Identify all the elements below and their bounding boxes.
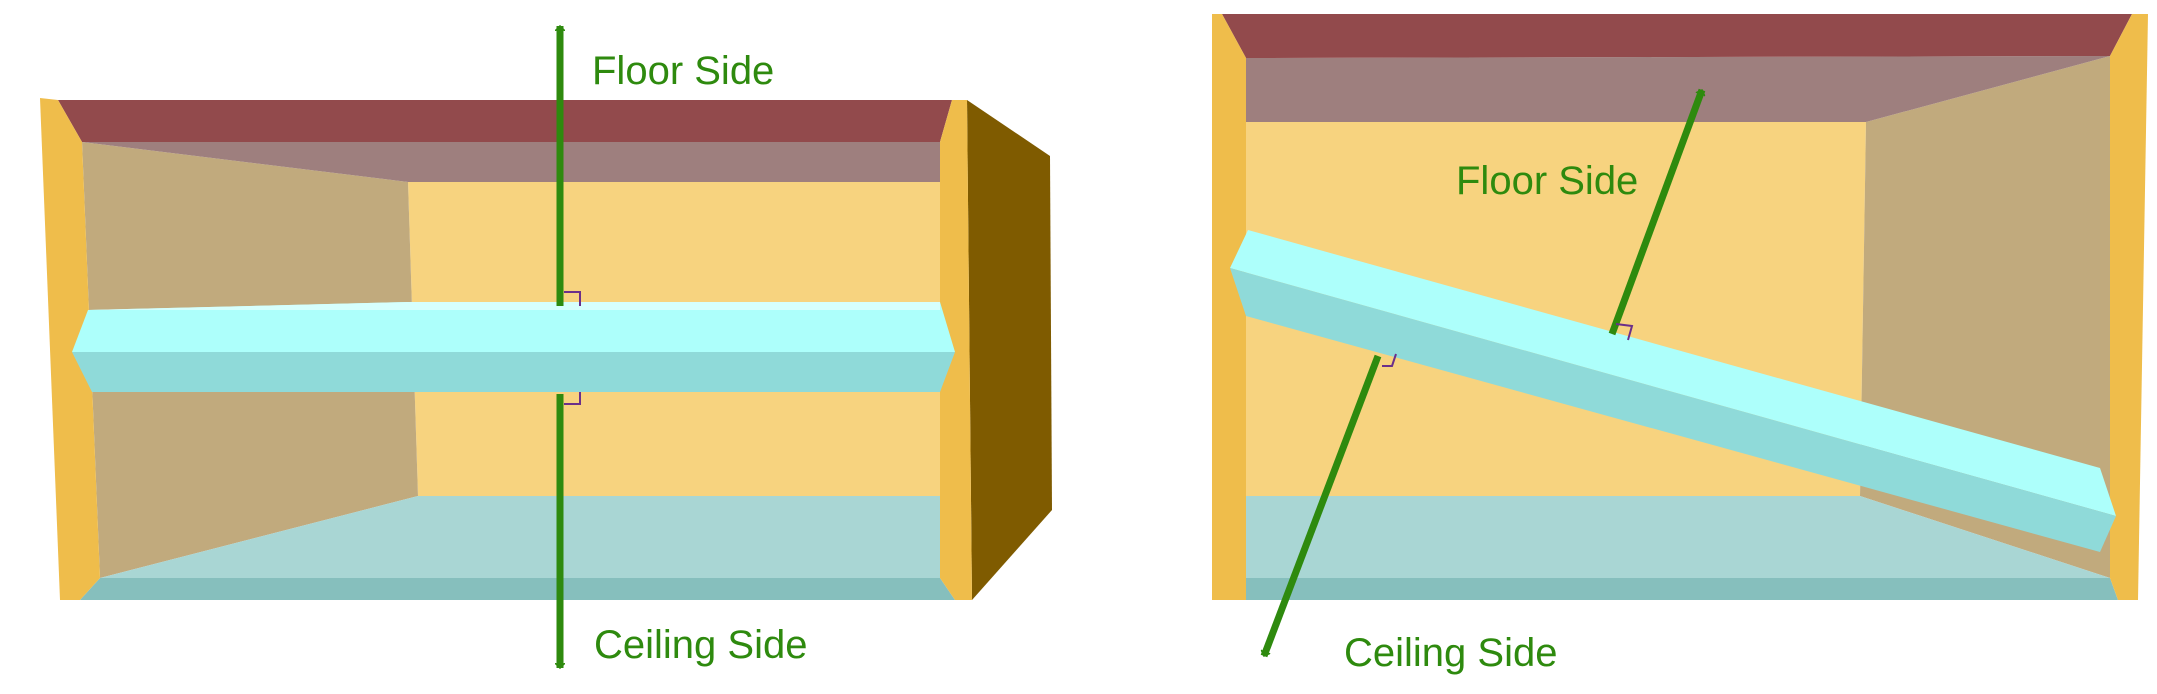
right-angle-marker-bottom: [564, 392, 581, 405]
floor-surface: [1246, 496, 2110, 578]
ceiling-top: [1222, 14, 2132, 58]
ceiling-underside: [1246, 56, 2110, 122]
left-frame-edge: [40, 98, 100, 600]
right-frame-edge: [2110, 14, 2148, 600]
right-angle-marker-top: [564, 291, 581, 306]
right-room-diagram: Floor Side Ceiling Side: [1212, 14, 2148, 675]
right-angle-marker-top: [1615, 323, 1634, 341]
slab-front: [1230, 268, 2116, 552]
floor-edge: [1230, 578, 2118, 600]
normal-arrow-down: [1264, 354, 1382, 658]
ceiling-top: [58, 100, 952, 142]
floor-surface: [100, 496, 940, 578]
left-frame-edge: [1212, 14, 1246, 600]
floor-side-label: Floor Side: [1456, 159, 1638, 203]
floor-edge: [80, 578, 955, 600]
slab-top-highlight: [88, 302, 940, 310]
ceiling-side-label: Ceiling Side: [594, 623, 807, 667]
right-frame-edge: [940, 100, 972, 600]
ceiling-side-label: Ceiling Side: [1344, 631, 1557, 675]
exterior-side-wall: [967, 100, 1052, 600]
floor-side-label: Floor Side: [592, 49, 774, 93]
slab-front: [72, 352, 955, 392]
normal-arrow-up: [1608, 88, 1702, 336]
ceiling-underside: [82, 142, 940, 182]
left-room-diagram: Floor Side Ceiling Side: [40, 26, 1052, 668]
slab-top: [72, 302, 955, 352]
right-angle-marker-bottom: [1382, 353, 1397, 367]
slab-top: [1230, 230, 2116, 516]
